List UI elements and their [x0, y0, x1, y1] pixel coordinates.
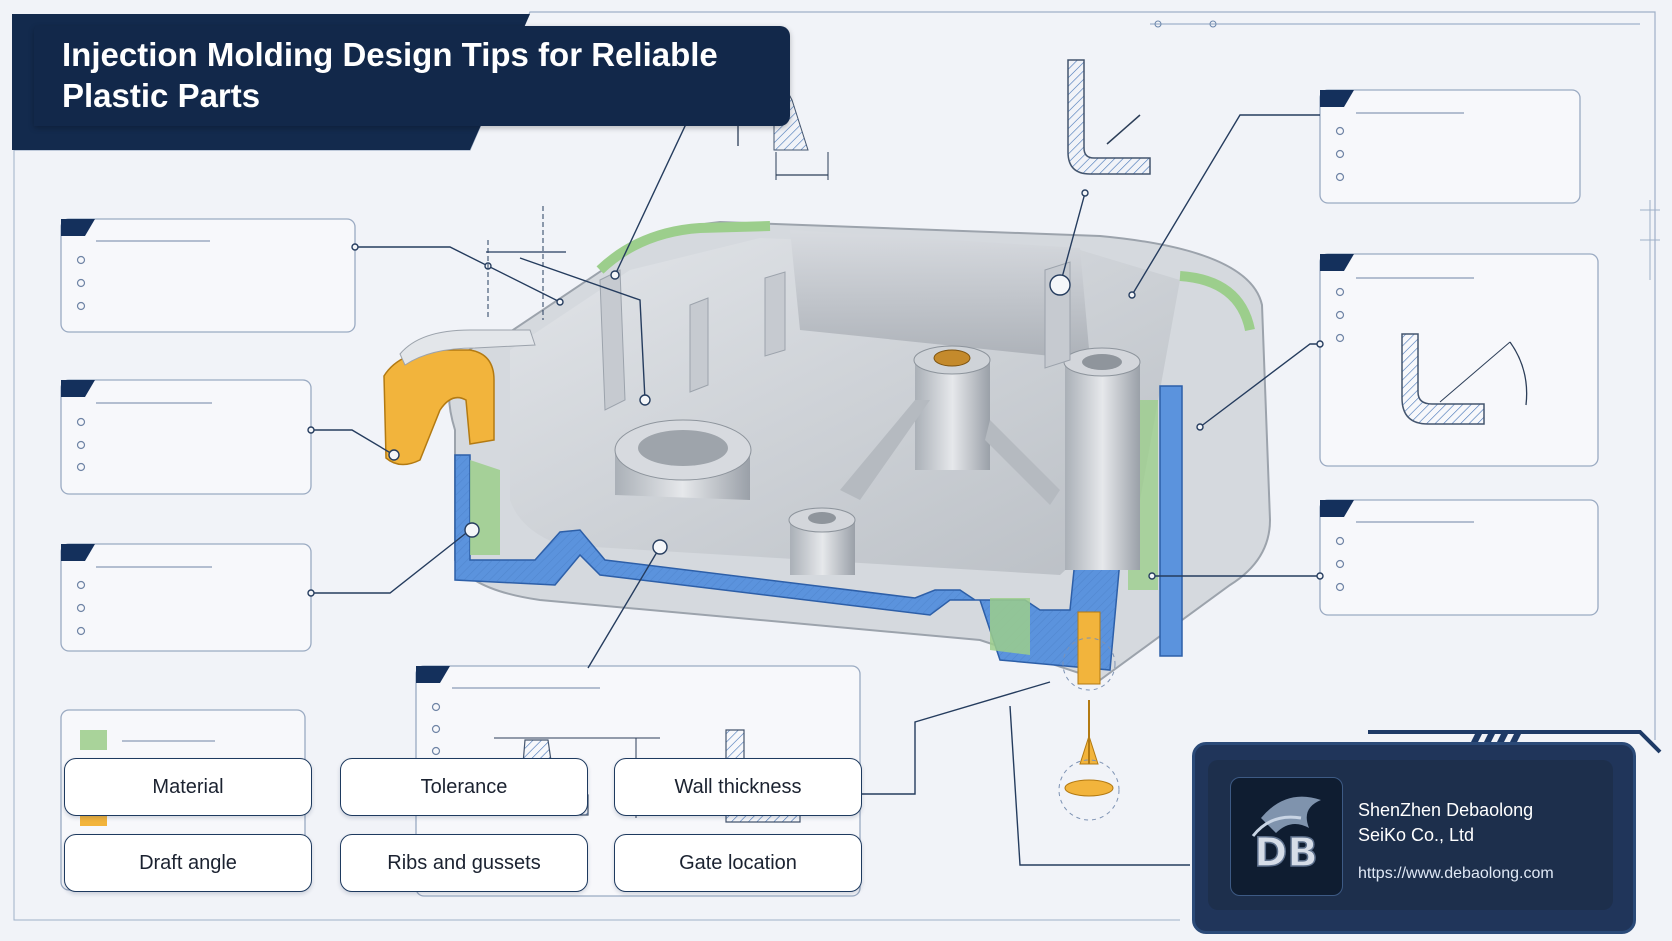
draft-angle-button[interactable]: Draft angle — [64, 834, 312, 892]
company-name-line2: SeiKo Co., Ltd — [1358, 825, 1475, 845]
company-name: ShenZhen Debaolong SeiKo Co., Ltd — [1358, 798, 1598, 848]
page-title: Injection Molding Design Tips for Reliab… — [62, 36, 718, 114]
company-logo: DB — [1230, 777, 1343, 896]
svg-text:DB: DB — [1254, 830, 1318, 876]
material-button[interactable]: Material — [64, 758, 312, 816]
company-name-line1: ShenZhen Debaolong — [1358, 800, 1534, 820]
company-url-link[interactable]: https://www.debaolong.com — [1358, 865, 1554, 882]
gate-location-button[interactable]: Gate location — [614, 834, 862, 892]
tolerance-button[interactable]: Tolerance — [340, 758, 588, 816]
ribs-gussets-button[interactable]: Ribs and gussets — [340, 834, 588, 892]
wall-thickness-button[interactable]: Wall thickness — [614, 758, 862, 816]
dragon-logo-icon: DB — [1251, 796, 1321, 877]
title-bar — [34, 26, 790, 126]
